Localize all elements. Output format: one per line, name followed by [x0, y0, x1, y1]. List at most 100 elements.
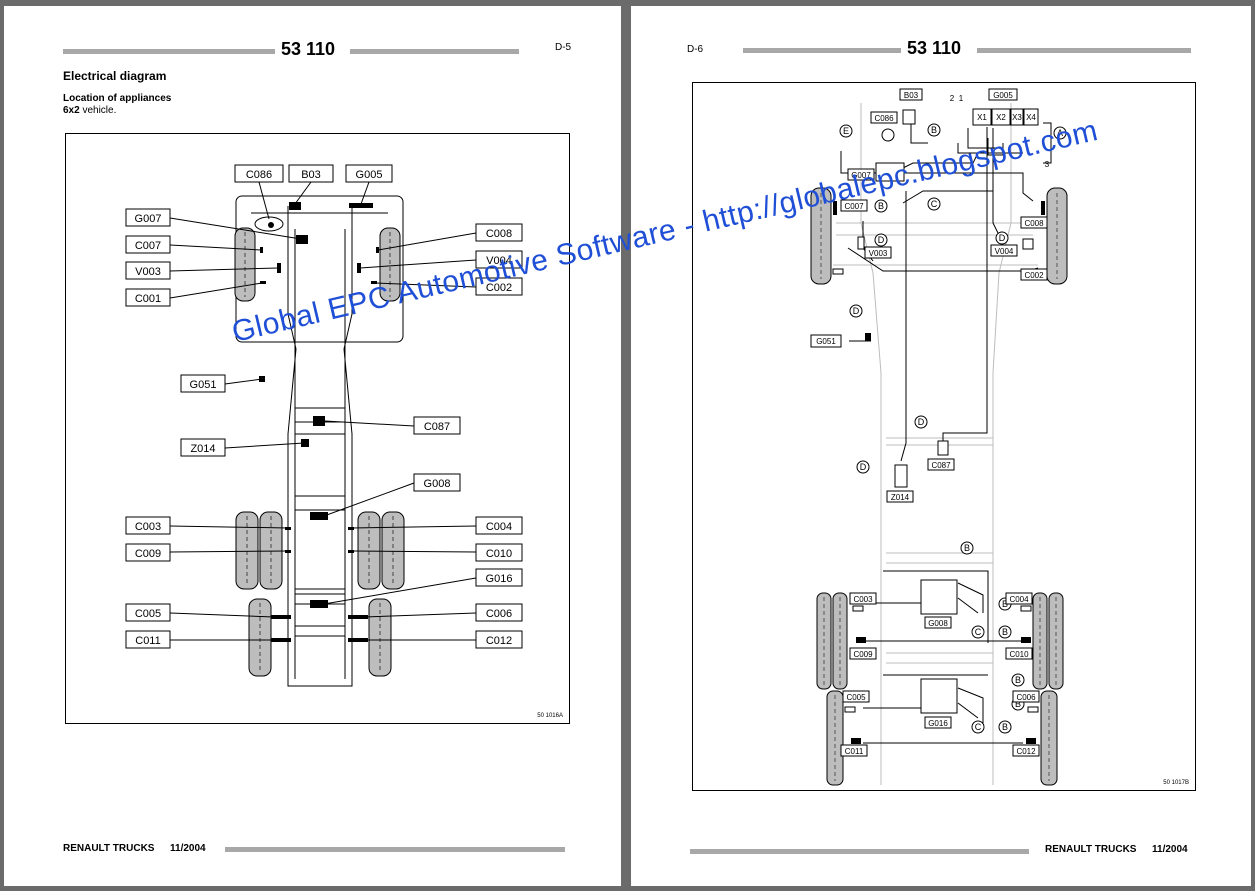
label-z014: Z014	[180, 438, 226, 457]
header-rule-right	[977, 48, 1191, 53]
label-c086: C086	[234, 164, 284, 183]
label-c008: C008	[475, 223, 523, 242]
svg-text:C086: C086	[246, 169, 272, 181]
footer-date: 11/2004	[1152, 844, 1188, 855]
footer-rule	[690, 849, 1029, 854]
svg-text:B: B	[964, 543, 970, 553]
rlabel-c086: C086	[870, 111, 898, 124]
rlabel-c012: C012	[1012, 744, 1040, 757]
svg-text:C004: C004	[486, 521, 512, 533]
rlabel-c003: C003	[849, 592, 877, 605]
svg-text:C086: C086	[874, 114, 894, 123]
svg-text:G005: G005	[993, 91, 1013, 100]
rlabel-z014: Z014	[886, 490, 914, 503]
pin-2: 2	[950, 94, 955, 103]
rlabel-c008: C008	[1020, 216, 1048, 229]
svg-text:E: E	[843, 126, 849, 136]
label-g007: G007	[125, 208, 171, 227]
svg-text:D: D	[860, 462, 867, 472]
svg-text:B: B	[1015, 699, 1021, 709]
svg-text:B03: B03	[904, 91, 919, 100]
header-rule-left	[743, 48, 901, 53]
label-v004: V004	[475, 250, 523, 269]
svg-text:G007: G007	[851, 171, 871, 180]
svg-text:B: B	[1002, 627, 1008, 637]
svg-text:C007: C007	[844, 202, 864, 211]
label-c087: C087	[413, 416, 461, 435]
svg-text:C006: C006	[1016, 693, 1036, 702]
vehicle-line: 6x2 vehicle.	[63, 105, 116, 117]
svg-text:C005: C005	[135, 608, 161, 620]
rlabel-c002: C002	[1020, 268, 1048, 281]
footer-brand: RENAULT TRUCKS	[63, 843, 155, 854]
page-code: D-6	[687, 44, 704, 55]
rlabel-g005: G005	[988, 88, 1018, 101]
rlabel-g016: G016	[924, 716, 952, 729]
label-g016: G016	[475, 568, 523, 587]
svg-text:V003: V003	[135, 266, 161, 278]
rlabel-c006: C006	[1012, 690, 1040, 703]
svg-text:B: B	[1002, 722, 1008, 732]
c086-marker	[254, 216, 284, 232]
svg-text:D: D	[918, 417, 925, 427]
footer-brand: RENAULT TRUCKS	[1045, 844, 1137, 855]
svg-text:B03: B03	[301, 169, 321, 181]
connector-x2: X2	[996, 113, 1006, 122]
page-title: 53 110	[281, 39, 336, 59]
svg-text:C012: C012	[1016, 747, 1036, 756]
footer-rule	[225, 847, 565, 852]
svg-text:C005: C005	[846, 693, 866, 702]
wiring-diagram: E B A B C D D D D D B B C B B B C B	[810, 88, 1068, 786]
svg-text:C006: C006	[486, 608, 512, 620]
label-c012: C012	[475, 630, 523, 649]
page-code: D-5	[555, 42, 572, 53]
label-c002: C002	[475, 277, 523, 296]
rlabel-c009: C009	[849, 647, 877, 660]
svg-text:V004: V004	[486, 255, 512, 267]
svg-text:B: B	[878, 201, 884, 211]
b03-symbol	[902, 109, 916, 125]
svg-text:C: C	[975, 627, 982, 637]
callout-c-1: C	[927, 197, 941, 211]
svg-text:Z014: Z014	[190, 443, 215, 455]
rlabel-c011: C011	[840, 744, 868, 757]
svg-text:C011: C011	[135, 635, 160, 647]
g016-symbol	[920, 678, 958, 714]
page-title: 53 110	[907, 38, 962, 58]
svg-text:C001: C001	[135, 293, 161, 305]
svg-text:B: B	[931, 125, 937, 135]
svg-text:C009: C009	[853, 650, 873, 659]
callout-e: E	[839, 124, 853, 138]
svg-text:C008: C008	[486, 228, 512, 240]
label-c007: C007	[125, 235, 171, 254]
label-c005: C005	[125, 603, 171, 622]
svg-text:G008: G008	[928, 619, 948, 628]
svg-text:D: D	[999, 233, 1006, 243]
rlabel-g008: G008	[924, 616, 952, 629]
svg-text:C003: C003	[853, 595, 873, 604]
callout-c-2: C	[971, 625, 985, 639]
rlabel-b03: B03	[899, 88, 923, 101]
location-diagram-frame: C086 B03 G005 G007 C007 V003 C001 G051 Z…	[65, 133, 570, 724]
footer-date: 11/2004	[170, 843, 206, 854]
svg-text:C008: C008	[1024, 219, 1044, 228]
svg-text:C011: C011	[845, 747, 864, 756]
wiring-diagram-frame: E B A B C D D D D D B B C B B B C B	[692, 82, 1196, 791]
callout-c-3: C	[971, 720, 985, 734]
left-page: 53 110 D-5 Electrical diagram Location o…	[4, 6, 621, 886]
svg-text:V003: V003	[869, 249, 888, 258]
callout-d-5: D	[856, 460, 870, 474]
rlabel-c005: C005	[842, 690, 870, 703]
label-g005: G005	[345, 164, 393, 183]
svg-text:G016: G016	[928, 719, 948, 728]
c086-symbol	[881, 128, 895, 142]
svg-text:C002: C002	[1024, 271, 1044, 280]
right-page: D-6 53 110	[631, 6, 1251, 886]
rlabel-c087: C087	[927, 458, 955, 471]
pin-1: 1	[959, 94, 964, 103]
label-c011: C011	[125, 630, 171, 649]
svg-text:B: B	[1002, 599, 1008, 609]
label-c004: C004	[475, 516, 523, 535]
svg-text:G051: G051	[816, 337, 836, 346]
svg-text:C: C	[931, 199, 938, 209]
